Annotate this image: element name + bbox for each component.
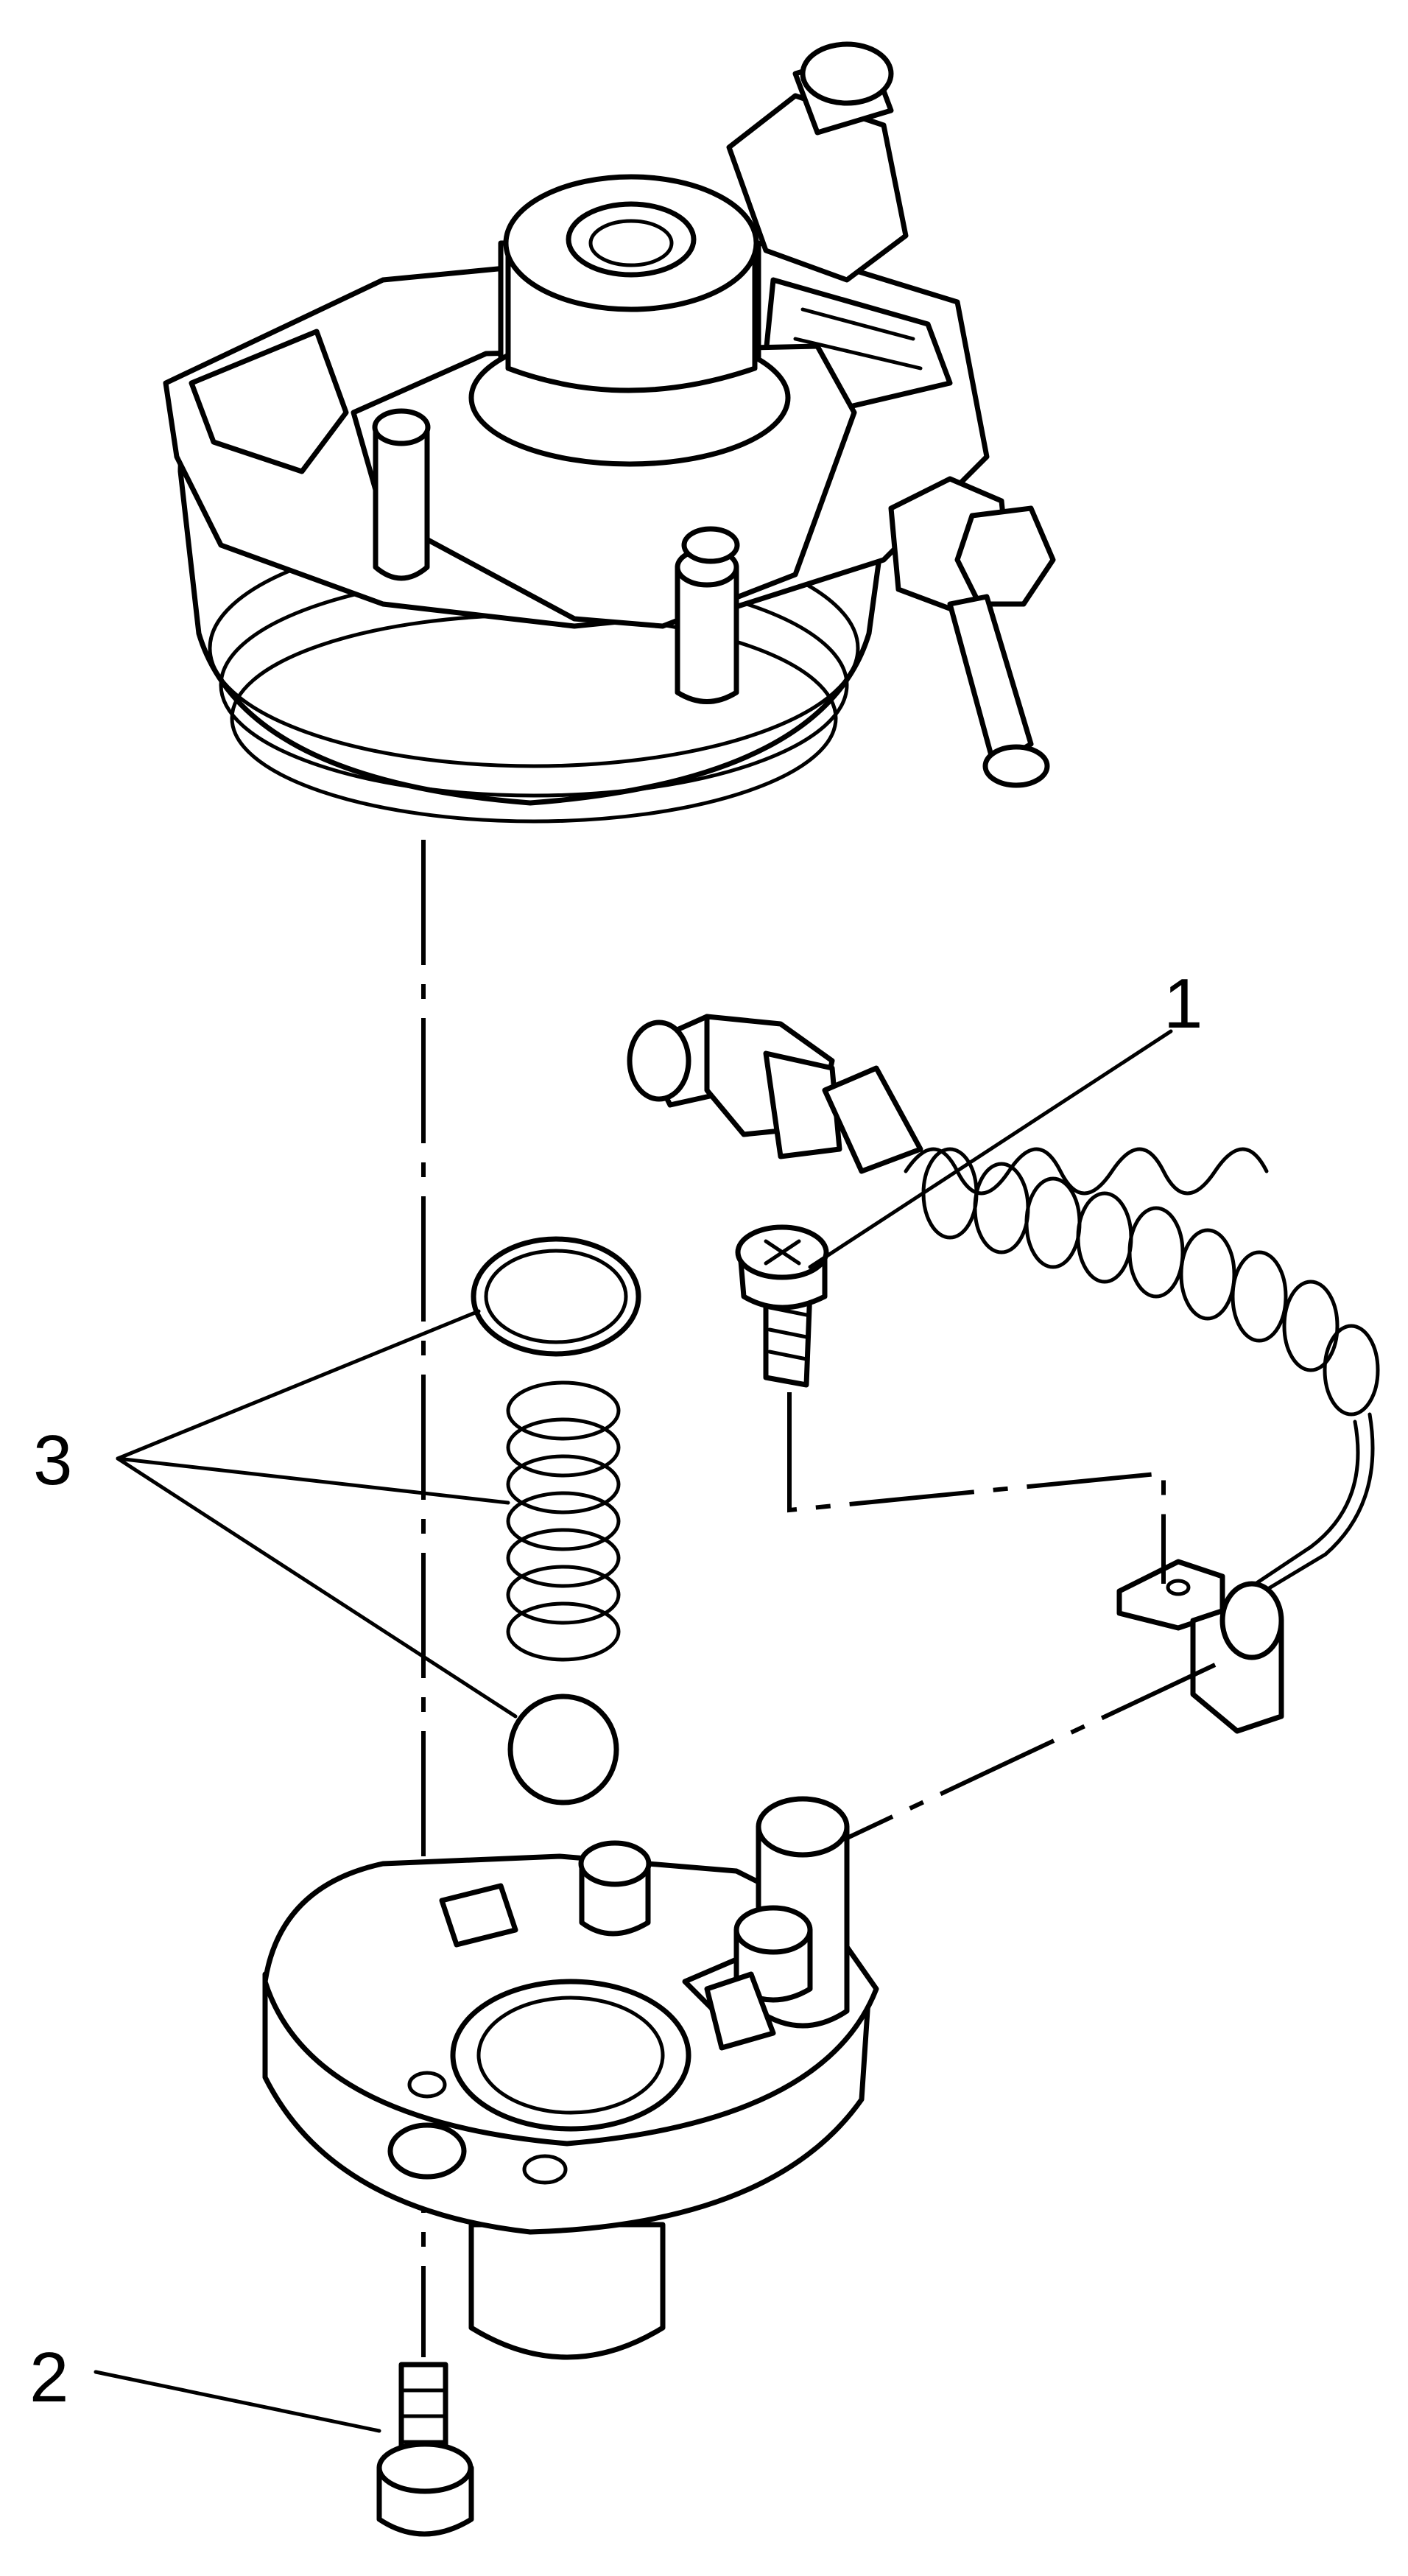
clip-path-line — [838, 1663, 1217, 1844]
check-ball — [507, 1694, 619, 1805]
lower-base — [262, 1796, 879, 2360]
bolt-item-2 — [376, 2362, 474, 2537]
sensor-assembly — [627, 1014, 1380, 1734]
upper-housing — [163, 41, 1056, 824]
spring — [506, 1380, 621, 1662]
callout-2: 2 — [29, 2338, 68, 2417]
screw-path-line — [787, 1392, 1166, 1584]
o-ring — [471, 1236, 641, 1357]
screw-item-1 — [735, 1224, 829, 1388]
leader-2 — [94, 2370, 381, 2433]
callout-3: 3 — [33, 1421, 72, 1500]
leader-3a — [116, 1309, 481, 1461]
leader-3c — [116, 1456, 518, 1719]
callout-1: 1 — [1164, 964, 1203, 1043]
leader-1 — [808, 1029, 1173, 1269]
leader-3b — [116, 1456, 510, 1505]
